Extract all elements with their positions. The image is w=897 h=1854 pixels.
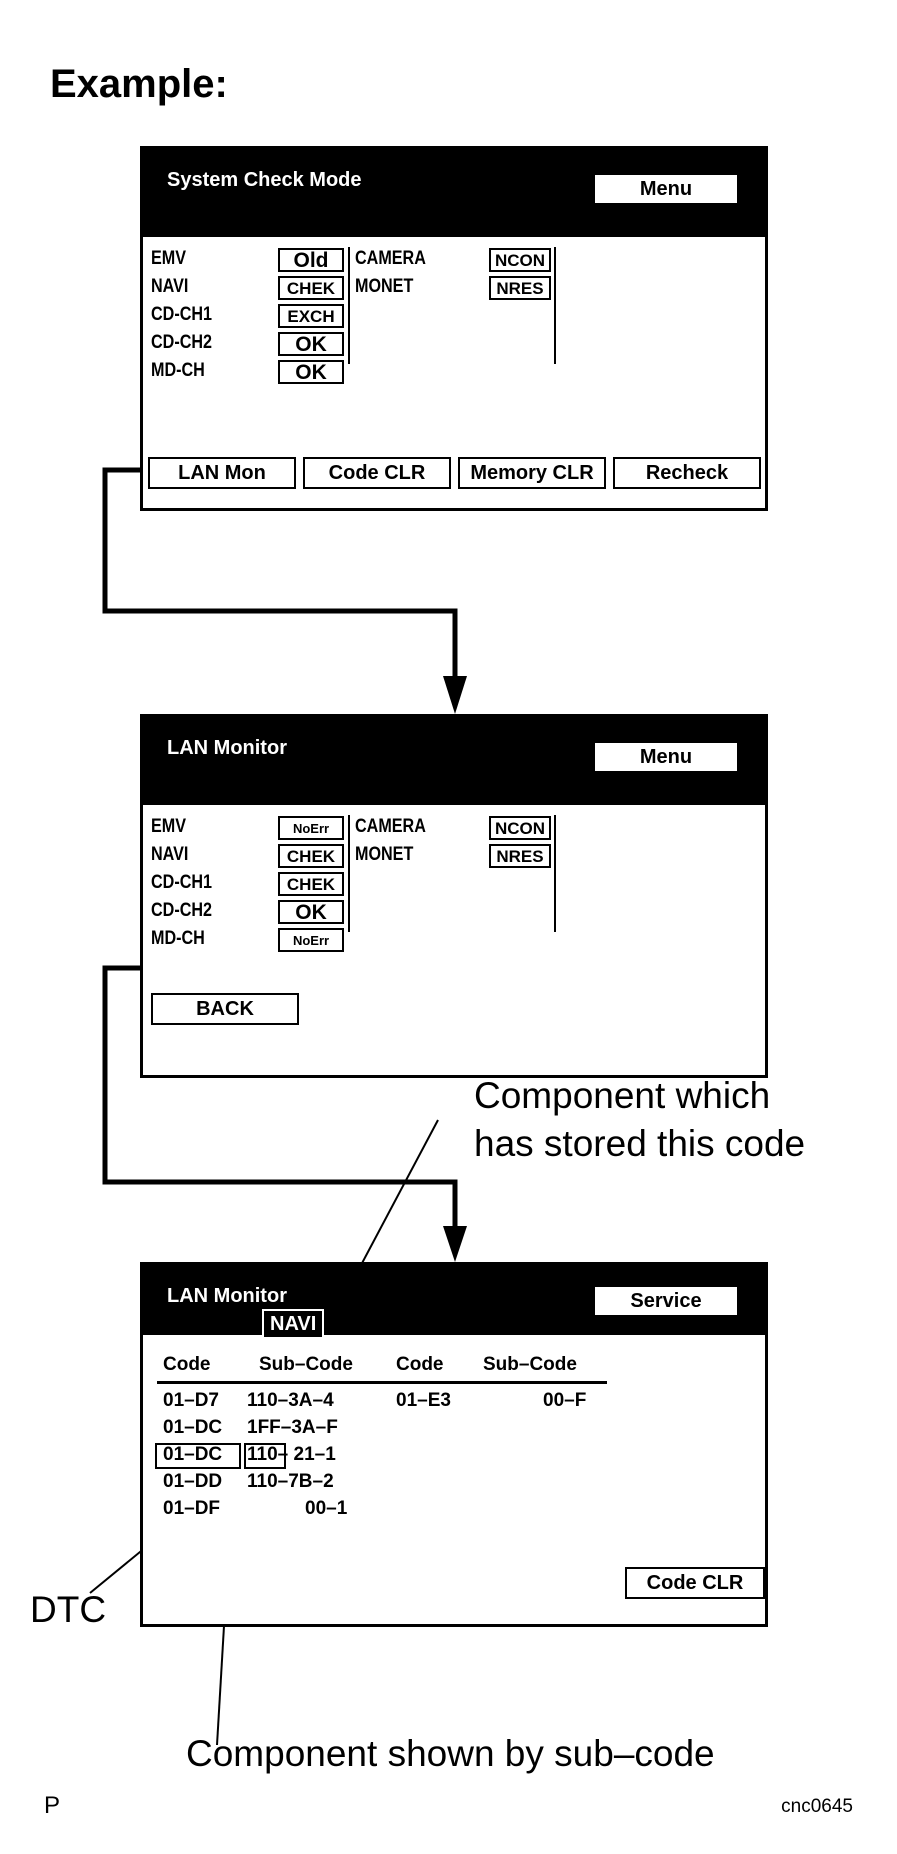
status-cd-ch2: OK: [278, 332, 344, 356]
dtc-code: 01–D7: [163, 1390, 219, 1411]
row-label-emv: EMV: [151, 248, 187, 269]
divider: [348, 247, 350, 364]
sub-code: 1FF–3A–F: [247, 1417, 338, 1438]
dtc-code: 01–DF: [163, 1498, 221, 1519]
status-navi: CHEK: [278, 276, 344, 300]
status-md-ch: NoErr: [278, 928, 344, 952]
status-cd-ch1: CHEK: [278, 872, 344, 896]
service-button[interactable]: Service: [593, 1285, 739, 1317]
col-header-code: Code: [163, 1354, 211, 1375]
status-cd-ch1: EXCH: [278, 304, 344, 328]
sub-code: 00–1: [305, 1498, 348, 1519]
status-emv: NoErr: [278, 816, 344, 840]
sub-code: 00–F: [543, 1390, 587, 1411]
status-monet: NRES: [489, 844, 551, 868]
row-label-cd-ch2: CD-CH2: [151, 900, 213, 921]
dtc-code: 01–DD: [163, 1471, 223, 1492]
divider: [554, 247, 556, 364]
sub-code-highlighted: 110– 21–1: [247, 1444, 336, 1465]
row-label-camera: CAMERA: [355, 248, 426, 269]
annotation-dtc: DTC: [30, 1589, 107, 1630]
header-underline: [157, 1381, 607, 1384]
dtc-code: 01–DC: [163, 1417, 223, 1438]
screen-title: LAN Monitor: [167, 737, 287, 759]
row-label-monet: MONET: [355, 844, 414, 865]
menu-button[interactable]: Menu: [593, 173, 739, 205]
col-header-subcode: Sub–Code: [259, 1354, 353, 1375]
component-name-badge: NAVI: [262, 1309, 325, 1339]
recheck-button[interactable]: Recheck: [613, 457, 761, 489]
system-check-screen: System Check Mode Menu EMV Old NAVI CHEK…: [140, 146, 768, 511]
row-label-cd-ch1: CD-CH1: [151, 304, 213, 325]
status-cd-ch2: OK: [278, 900, 344, 924]
divider: [348, 815, 350, 932]
divider: [554, 815, 556, 932]
status-navi[interactable]: CHEK: [278, 844, 344, 868]
code-clr-button[interactable]: Code CLR: [303, 457, 451, 489]
annotation-line: Component which: [474, 1075, 771, 1116]
back-button[interactable]: BACK: [151, 993, 299, 1025]
memory-clr-button[interactable]: Memory CLR: [458, 457, 606, 489]
arrowhead-1: [443, 676, 467, 714]
annotation-subcode: Component shown by sub–code: [186, 1733, 715, 1774]
col-header-code-2: Code: [396, 1354, 444, 1375]
figure-code: cnc0645: [781, 1796, 853, 1817]
sub-code: 110–7B–2: [247, 1471, 334, 1492]
dtc-highlight-box: [155, 1443, 241, 1469]
status-md-ch: OK: [278, 360, 344, 384]
row-label-md-ch: MD-CH: [151, 928, 205, 949]
status-camera: NCON: [489, 248, 551, 272]
row-label-emv: EMV: [151, 816, 187, 837]
annotation-line: has stored this code: [474, 1123, 806, 1165]
lan-monitor-detail-screen: LAN Monitor NAVI Service Code Sub–Code C…: [140, 1262, 768, 1627]
col-header-subcode-2: Sub–Code: [483, 1354, 577, 1375]
status-monet: NRES: [489, 276, 551, 300]
annotation-component-stored: Component which has stored this code: [474, 1072, 805, 1168]
connector-lanmon-to-monitor: [102, 467, 458, 700]
lan-monitor-screen: LAN Monitor Menu EMV NoErr NAVI CHEK CD-…: [140, 714, 768, 1078]
sub-code: 110–3A–4: [247, 1390, 334, 1411]
row-label-navi: NAVI: [151, 844, 189, 865]
menu-button[interactable]: Menu: [593, 741, 739, 773]
dtc-code: 01–E3: [396, 1390, 451, 1411]
screen-title: LAN Monitor: [167, 1285, 287, 1307]
code-clr-button[interactable]: Code CLR: [625, 1567, 765, 1599]
screen-title: System Check Mode: [167, 169, 362, 191]
corner-label-left: P: [44, 1792, 61, 1819]
row-label-cd-ch2: CD-CH2: [151, 332, 213, 353]
row-label-monet: MONET: [355, 276, 414, 297]
example-heading: Example:: [50, 62, 228, 106]
status-emv: Old: [278, 248, 344, 272]
lan-mon-button[interactable]: LAN Mon: [148, 457, 296, 489]
subcode-highlight-box: [244, 1443, 286, 1469]
status-camera: NCON: [489, 816, 551, 840]
row-label-camera: CAMERA: [355, 816, 426, 837]
row-label-cd-ch1: CD-CH1: [151, 872, 213, 893]
row-label-navi: NAVI: [151, 276, 189, 297]
dtc-code-highlighted: 01–DC: [163, 1444, 223, 1465]
row-label-md-ch: MD-CH: [151, 360, 205, 381]
arrowhead-2: [443, 1226, 467, 1262]
